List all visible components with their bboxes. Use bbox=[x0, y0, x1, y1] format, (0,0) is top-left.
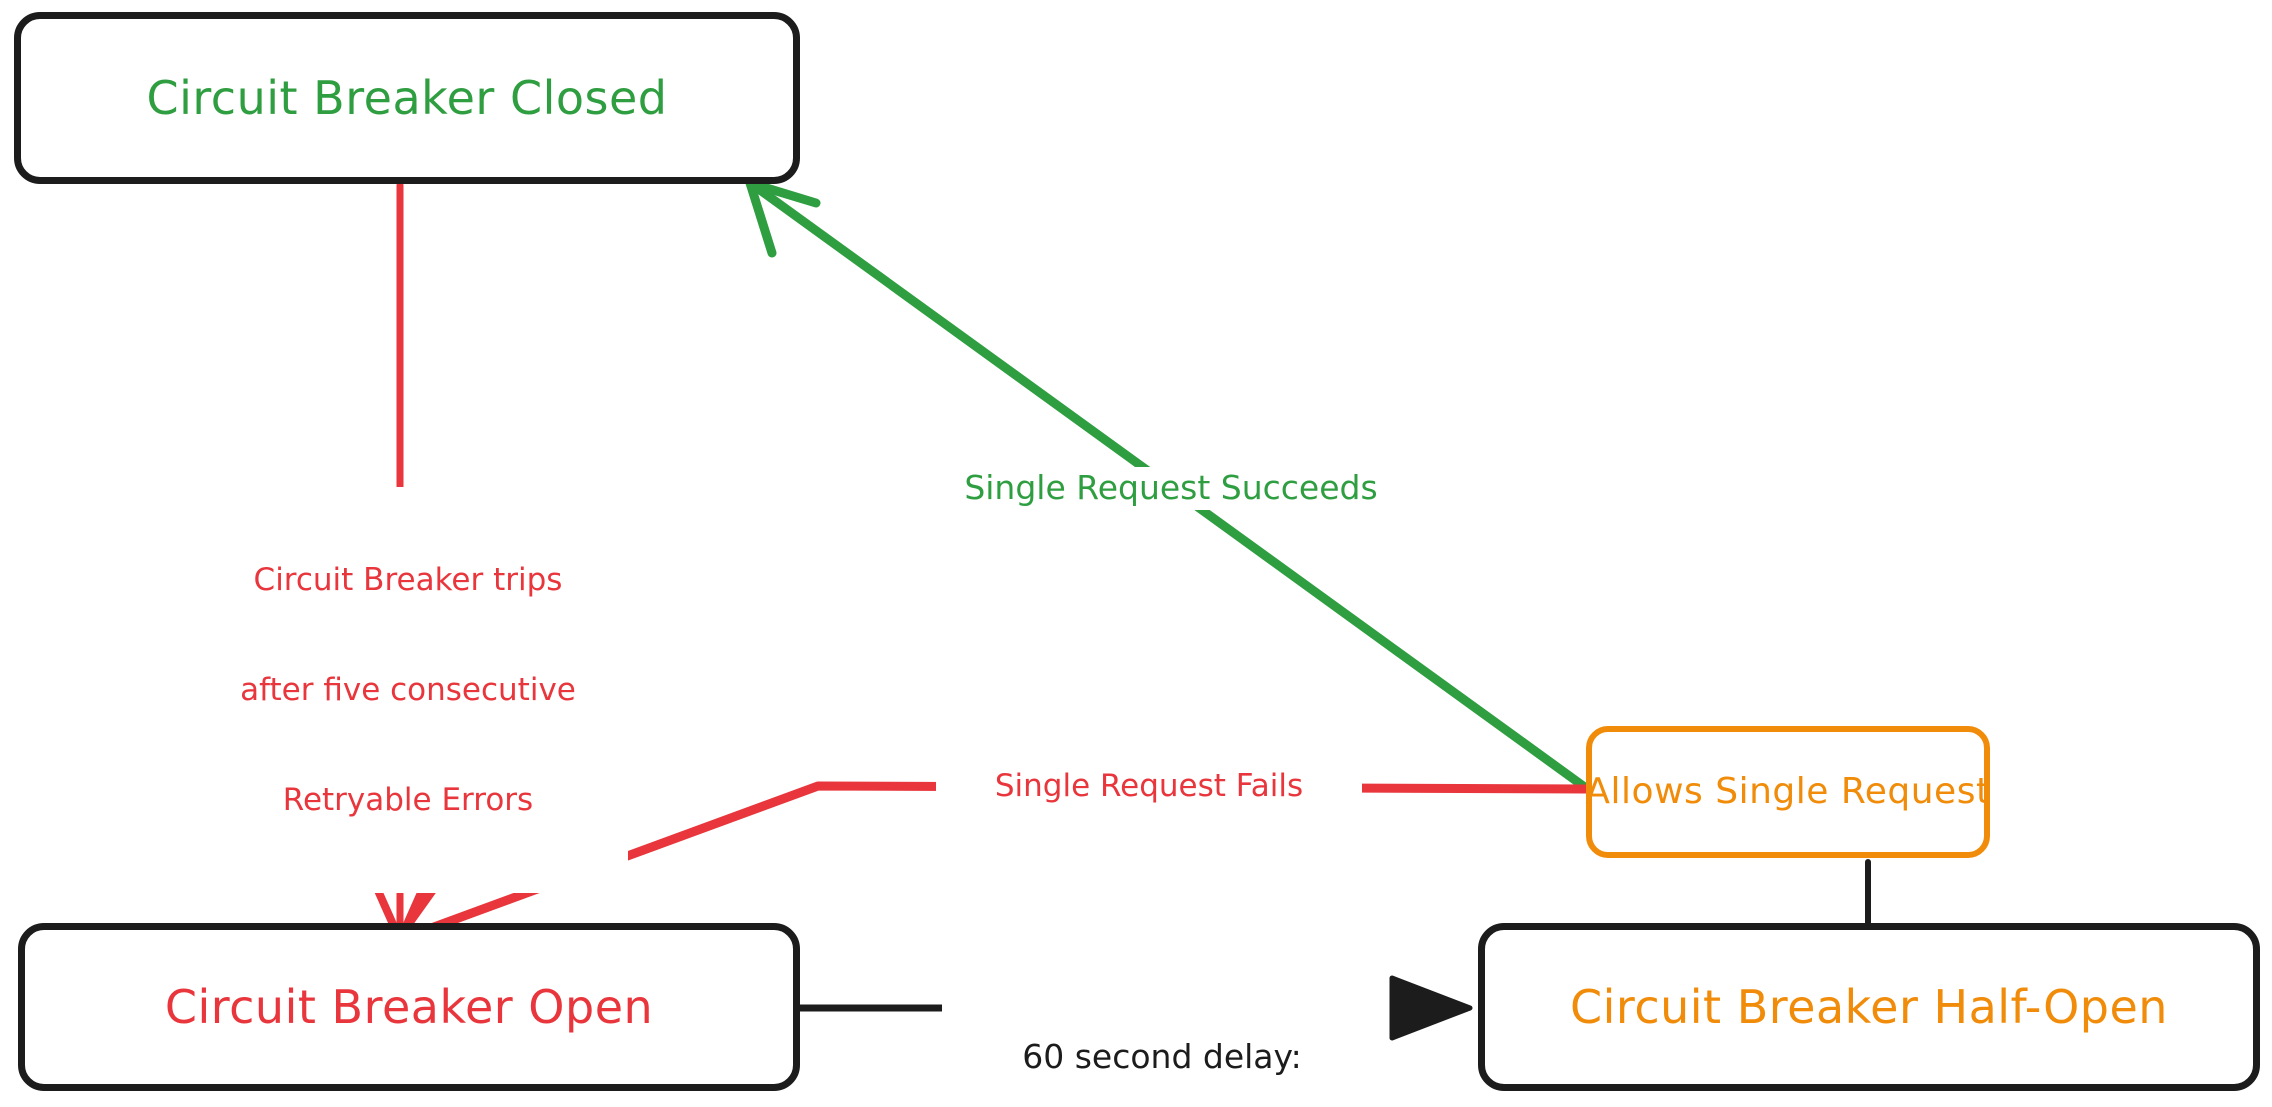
node-label-open: Circuit Breaker Open bbox=[164, 979, 654, 1034]
node-circuit-breaker-half-open[interactable]: Circuit Breaker Half-Open bbox=[1478, 923, 2260, 1091]
node-allows-single-request[interactable]: Allows Single Request bbox=[1585, 726, 1991, 858]
node-label-closed: Circuit Breaker Closed bbox=[146, 70, 668, 125]
edge-label-line-2: after five consecutive bbox=[240, 671, 576, 708]
edge-label-single-request-fails: Single Request Fails bbox=[936, 766, 1362, 807]
edge-label-open-to-half-open: 60 second delay: No requests allowed bbox=[942, 958, 1382, 1107]
edge-label-line-3: Retryable Errors bbox=[282, 781, 534, 818]
edge-label-delay-line-1: 60 second delay: bbox=[1022, 1036, 1302, 1076]
node-label-allows-single-request: Allows Single Request bbox=[1585, 771, 1991, 813]
edge-label-closed-to-open: Circuit Breaker trips after five consecu… bbox=[188, 487, 628, 894]
node-circuit-breaker-open[interactable]: Circuit Breaker Open bbox=[18, 923, 800, 1091]
node-circuit-breaker-closed[interactable]: Circuit Breaker Closed bbox=[14, 12, 800, 184]
edge-label-single-request-succeeds: Single Request Succeeds bbox=[916, 467, 1426, 510]
node-label-half-open: Circuit Breaker Half-Open bbox=[1570, 979, 2168, 1034]
edge-label-line-1: Circuit Breaker trips bbox=[253, 562, 563, 599]
